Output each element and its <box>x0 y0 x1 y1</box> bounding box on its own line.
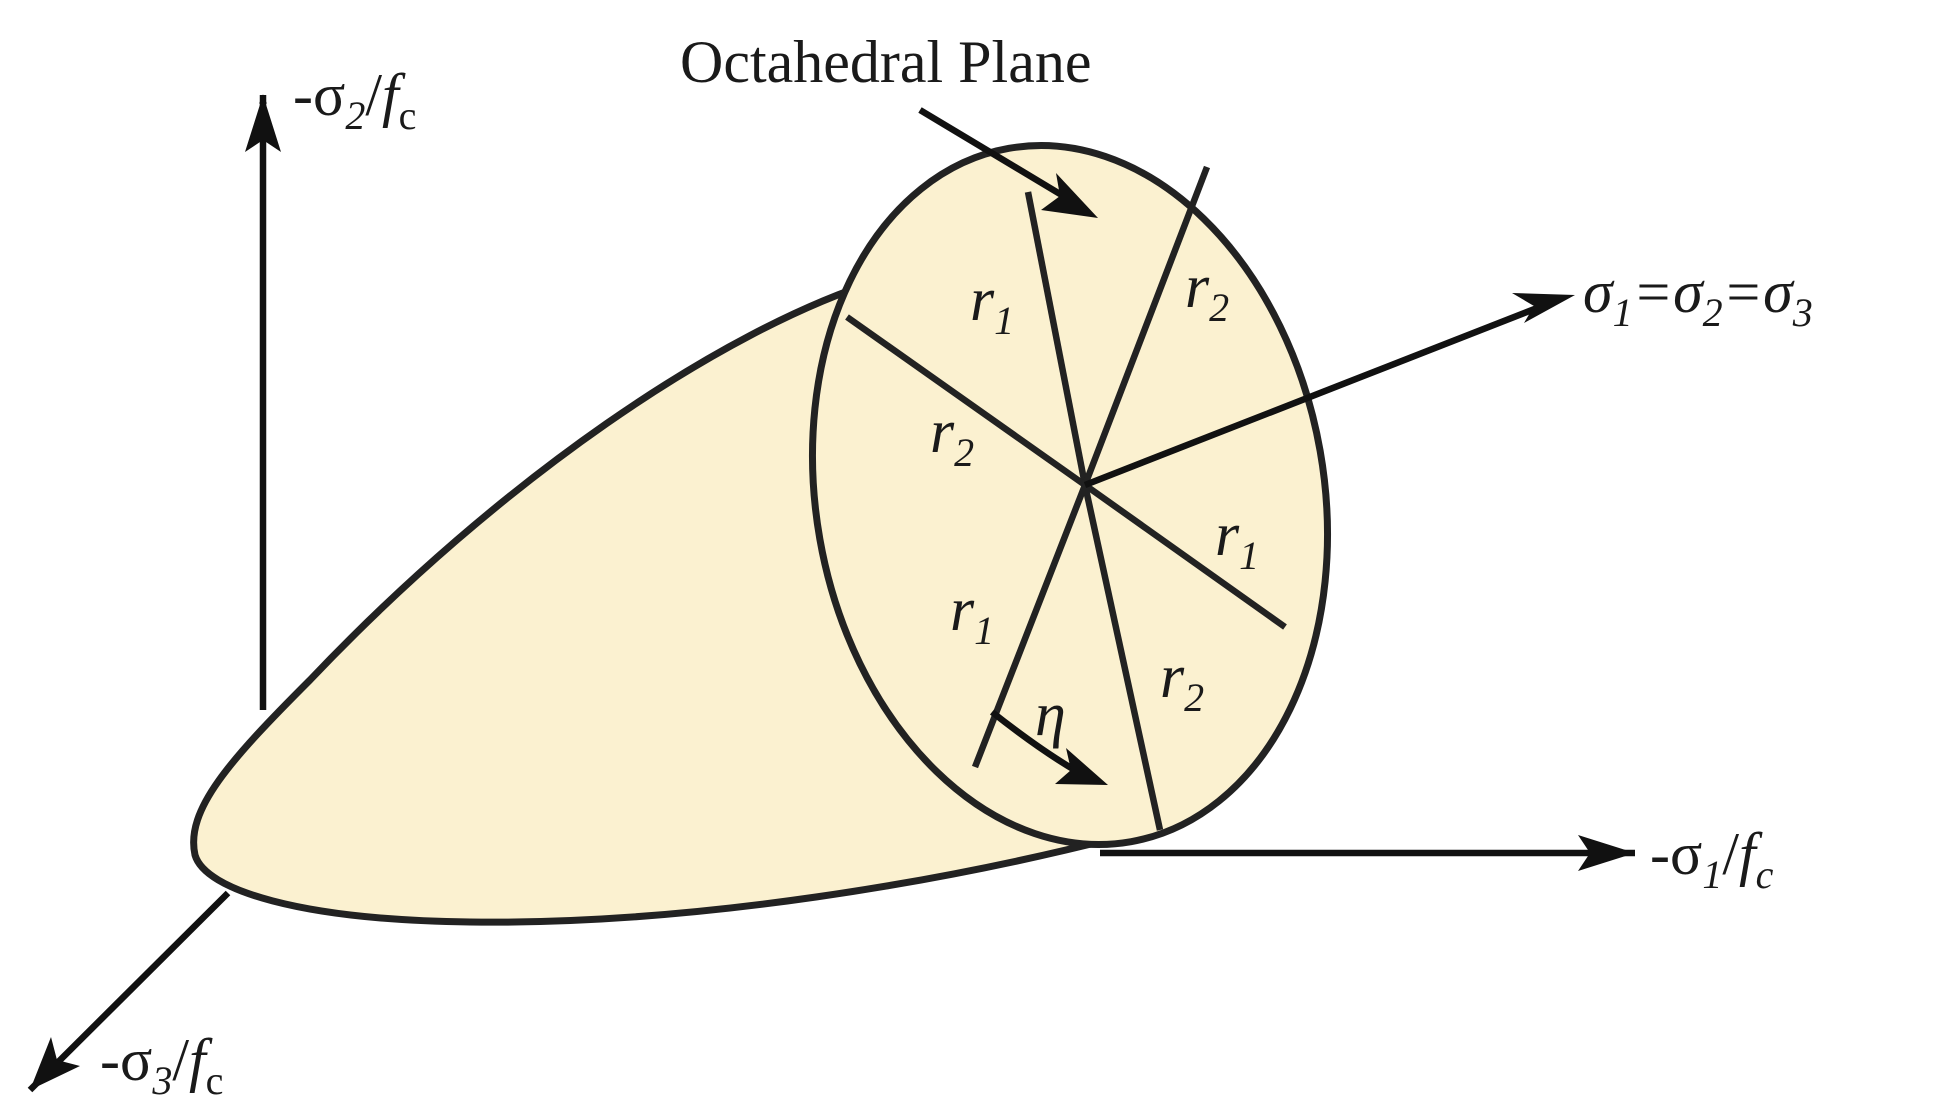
octahedral-plane-section <box>808 142 1332 848</box>
radius-label-r1-right: r1 <box>1215 501 1259 578</box>
eta-angle-arc <box>989 709 1080 775</box>
arrow-head-icon <box>1512 293 1575 323</box>
hydrostatic-axis-label: σ1=σ2=σ3 <box>1583 259 1813 335</box>
sigma3-axis <box>27 890 231 1093</box>
arrow-head-icon <box>1055 748 1108 785</box>
sigma2-axis-label: -σ2/fc <box>293 62 416 138</box>
arrow-head-icon <box>1041 173 1098 218</box>
radius-label-r2-left: r2 <box>930 398 974 475</box>
radial-rays <box>845 165 1287 831</box>
arrow-head-icon <box>30 1037 80 1090</box>
radius-label-r2-top: r2 <box>1185 253 1229 330</box>
radius-label-r2-bottom: r2 <box>1160 643 1204 720</box>
octahedral-plane-label: Octahedral Plane <box>680 29 1091 95</box>
arrow-head-icon <box>245 95 281 152</box>
sigma3-axis-label: -σ3/fc <box>100 1027 223 1103</box>
hydrostatic-axis <box>1083 297 1557 489</box>
octahedral-pointer <box>918 107 1072 203</box>
radius-label-r1-top: r1 <box>970 266 1014 343</box>
eta-angle-label: η <box>1035 681 1066 749</box>
arrow-head-icon <box>1578 835 1635 871</box>
sigma1-axis-label: -σ1/fc <box>1650 821 1774 897</box>
radius-label-r1-bottom: r1 <box>950 576 994 653</box>
